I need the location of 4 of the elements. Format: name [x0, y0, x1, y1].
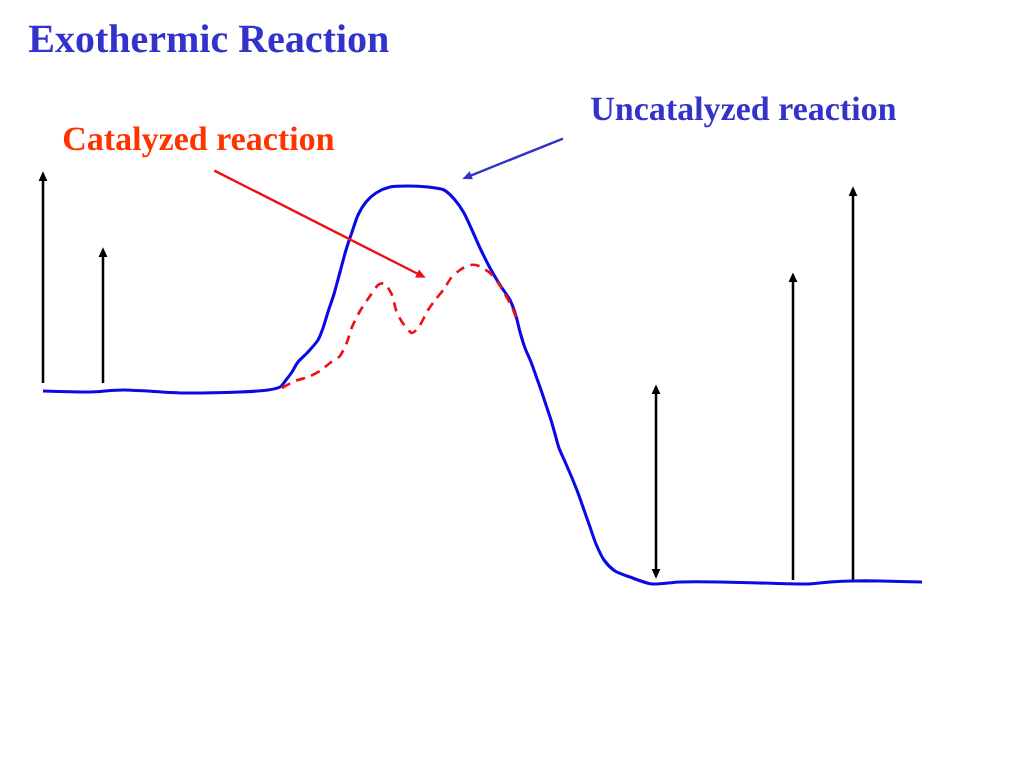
- curve-label: Uncatalyzed reaction: [591, 96, 897, 128]
- energy-curve: [42, 184, 923, 586]
- curve-label: Catalyzed reaction: [63, 126, 335, 158]
- title: Exothermic Reaction: [28, 24, 389, 53]
